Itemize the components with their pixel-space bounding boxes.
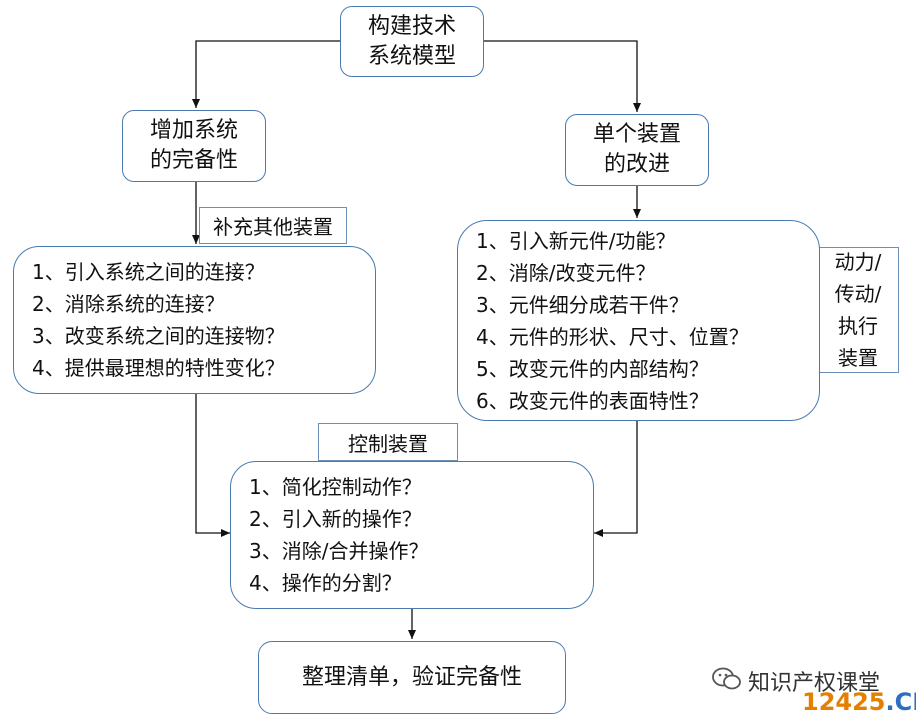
- right-list-item-1: 1、引入新元件/功能？: [476, 228, 676, 253]
- label-supplement: 补充其他装置: [199, 207, 347, 244]
- top-box: 构建技术 系统模型: [340, 6, 484, 77]
- control-list-item-4: 4、操作的分割？: [249, 571, 402, 595]
- left-header-line2: 的完备性: [149, 148, 238, 173]
- right-list-item-4: 4、元件的形状、尺寸、位置？: [476, 324, 749, 349]
- top-line2: 系统模型: [367, 43, 456, 69]
- left-list-item-3: 3、改变系统之间的连接物？: [32, 324, 285, 348]
- right-list-item-2: 2、消除/改变元件？: [476, 260, 656, 285]
- right-list-item-3: 3、元件细分成若干件？: [476, 292, 689, 317]
- left-header-box: 增加系统 的完备性: [122, 110, 266, 182]
- control-list-item-3: 3、消除/合并操作？: [249, 539, 429, 563]
- left-header-line1: 增加系统: [149, 118, 238, 143]
- final-box: 整理清单，验证完备性: [258, 641, 566, 714]
- logo-number: 12425: [802, 688, 886, 716]
- top-line1: 构建技术: [367, 13, 456, 39]
- label-power: 动力/ 传动/ 执行 装置: [817, 247, 899, 373]
- right-list-item-5: 5、改变元件的内部结构？: [476, 356, 709, 381]
- arrow-top-to-right: [484, 40, 641, 112]
- site-logo: 12425.CN: [802, 688, 916, 716]
- left-list-item-4: 4、提供最理想的特性变化？: [32, 356, 285, 380]
- label-power-line4: 装置: [838, 346, 878, 370]
- control-list-box: 1、简化控制动作？ 2、引入新的操作？ 3、消除/合并操作？ 4、操作的分割？: [230, 461, 594, 609]
- label-power-line2: 传动/: [834, 282, 882, 306]
- right-header-line1: 单个装置: [592, 122, 681, 147]
- label-power-line3: 执行: [838, 314, 878, 338]
- right-header-line2: 的改进: [603, 152, 670, 177]
- control-list-item-1: 1、简化控制动作？: [249, 475, 422, 499]
- left-list-item-2: 2、消除系统的连接？: [32, 292, 225, 316]
- label-power-line1: 动力/: [834, 250, 882, 274]
- wechat-icon: [712, 666, 742, 692]
- left-list-item-1: 1、引入系统之间的连接？: [32, 260, 265, 284]
- label-control: 控制装置: [318, 423, 458, 461]
- right-header-box: 单个装置 的改进: [565, 114, 709, 186]
- left-list-box: 1、引入系统之间的连接？ 2、消除系统的连接？ 3、改变系统之间的连接物？ 4、…: [13, 246, 376, 394]
- arrow-left-to-control: [195, 394, 230, 537]
- watermark-text: 知识产权课堂: [748, 671, 881, 696]
- arrow-top-to-left: [192, 40, 340, 108]
- control-list-item-2: 2、引入新的操作？: [249, 507, 422, 531]
- arrow-right-to-control: [594, 421, 638, 537]
- right-list-item-6: 6、改变元件的表面特性？: [476, 388, 709, 413]
- right-list-box: 1、引入新元件/功能？ 2、消除/改变元件？ 3、元件细分成若干件？ 4、元件的…: [457, 220, 820, 421]
- logo-suffix: .CN: [885, 688, 916, 716]
